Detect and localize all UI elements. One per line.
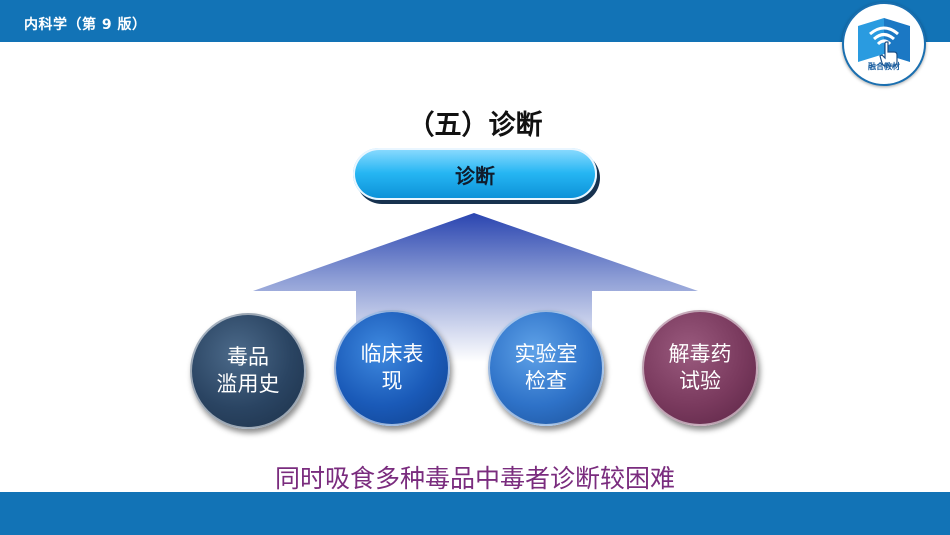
factor-line1: 解毒药 [668,342,732,366]
factor-line1: 毒品 [227,345,269,369]
factor-clinical-manifestations: 临床表 现 [334,310,450,426]
factor-line1: 临床表 [360,342,424,366]
diagnosis-label: 诊断 [455,163,495,188]
book-title: 内科学（第 9 版） [24,17,147,33]
header-bar: 内科学（第 9 版） [0,0,950,42]
conclusion-text: 同时吸食多种毒品中毒者诊断较困难 [274,464,675,493]
diagnosis-box: 诊断 [353,148,597,200]
factor-line2: 检查 [525,369,567,393]
factor-line1: 实验室 [514,342,578,366]
slide-heading: （五）诊断 [407,110,543,141]
fusion-textbook-logo: 融合教材 [842,2,926,86]
factor-lab-tests: 实验室 检查 [488,310,604,426]
factor-antidote-test: 解毒药 试验 [642,310,758,426]
factor-line2: 现 [381,369,403,393]
factor-line2: 滥用史 [216,372,280,396]
factor-line2: 试验 [679,369,721,393]
factor-drug-abuse-history: 毒品 滥用史 [190,313,306,429]
wifi-hand-icon [858,18,910,67]
logo-text: 融合教材 [868,62,900,71]
footer-bar [0,492,950,535]
